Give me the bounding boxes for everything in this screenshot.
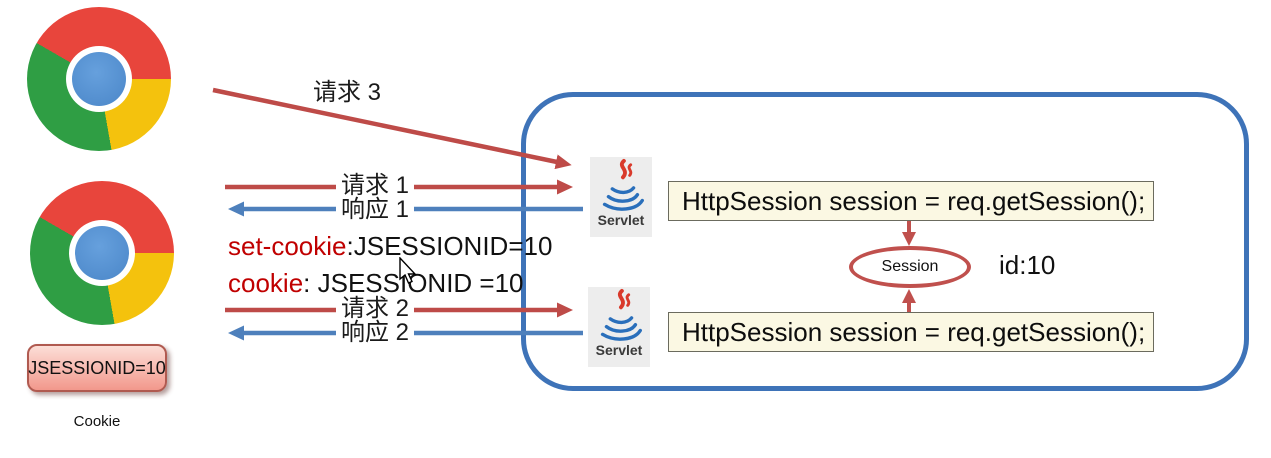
code-box-top: HttpSession session = req.getSession();	[668, 181, 1154, 221]
chrome-browser-icon-bottom	[30, 181, 174, 325]
response2-label: 响应 2	[335, 320, 415, 345]
servlet-label: Servlet	[595, 342, 643, 358]
request3-label: 请求 3	[312, 79, 382, 106]
request1-label: 请求 1	[335, 173, 415, 198]
servlet-label: Servlet	[597, 212, 645, 228]
response1-label: 响应 1	[335, 197, 415, 222]
chrome-blue-dot	[75, 226, 129, 280]
set-cookie-key: set-cookie	[228, 231, 347, 261]
request2-label: 请求 2	[335, 296, 415, 321]
cookie-key: cookie	[228, 268, 304, 298]
cookie-caption: Cookie	[73, 413, 121, 430]
session-id-label: id:10	[999, 250, 1056, 280]
servlet-icon-bottom: Servlet	[588, 287, 650, 367]
code-box-bottom: HttpSession session = req.getSession();	[668, 312, 1154, 352]
chrome-blue-dot	[72, 52, 126, 106]
java-logo-icon	[600, 288, 642, 341]
chrome-browser-icon-top	[27, 7, 171, 151]
set-cookie-header-line: set-cookie:JSESSIONID=10	[228, 231, 552, 262]
cookie-header-line: cookie: JSESSIONID =10	[228, 268, 524, 299]
chrome-hub-ring	[69, 220, 135, 286]
mouse-cursor-icon	[399, 257, 417, 284]
servlet-icon-top: Servlet	[590, 157, 652, 237]
set-cookie-value: :JSESSIONID=10	[346, 231, 553, 261]
java-logo-icon	[602, 158, 644, 211]
cookie-value-box: JSESSIONID=10	[27, 344, 167, 392]
session-ellipse: Session	[849, 246, 971, 288]
chrome-hub-ring	[66, 46, 132, 112]
